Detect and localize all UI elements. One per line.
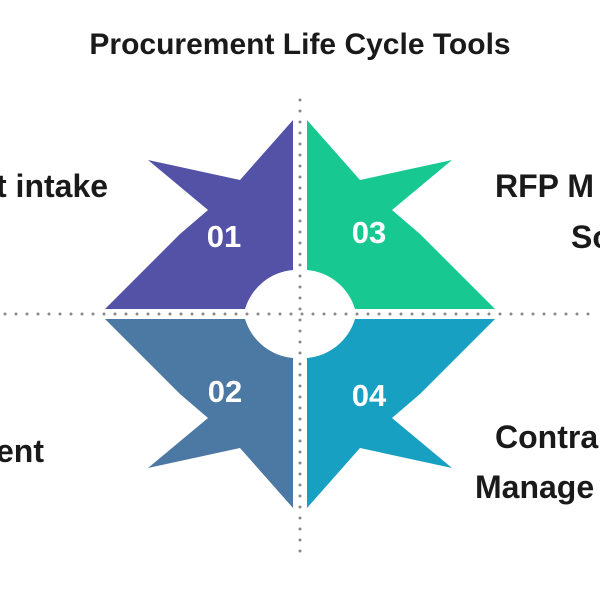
quadrant-03-number: 03 <box>352 215 386 250</box>
quadrant-03-label-line-1: RFP M <box>495 168 594 204</box>
diagram-title: Procurement Life Cycle Tools <box>89 28 511 61</box>
quadrant-03-arrow <box>307 120 495 309</box>
quadrant-04-arrow <box>307 319 495 508</box>
quadrant-04-label-line-1: Contra <box>495 419 598 455</box>
quadrant-01-label: t intake <box>0 168 108 204</box>
quadrant-02-label: ent <box>0 433 44 469</box>
quadrant-04-label-line-2: Manage <box>475 469 594 505</box>
quadrant-04-number: 04 <box>352 378 387 413</box>
quadrant-03-label-line-2: So <box>571 219 600 255</box>
quadrant-02-number: 02 <box>208 374 242 409</box>
quadrant-01-arrow <box>105 120 293 309</box>
quadrant-01-number: 01 <box>207 219 241 254</box>
quadrant-02-arrow <box>105 319 293 508</box>
